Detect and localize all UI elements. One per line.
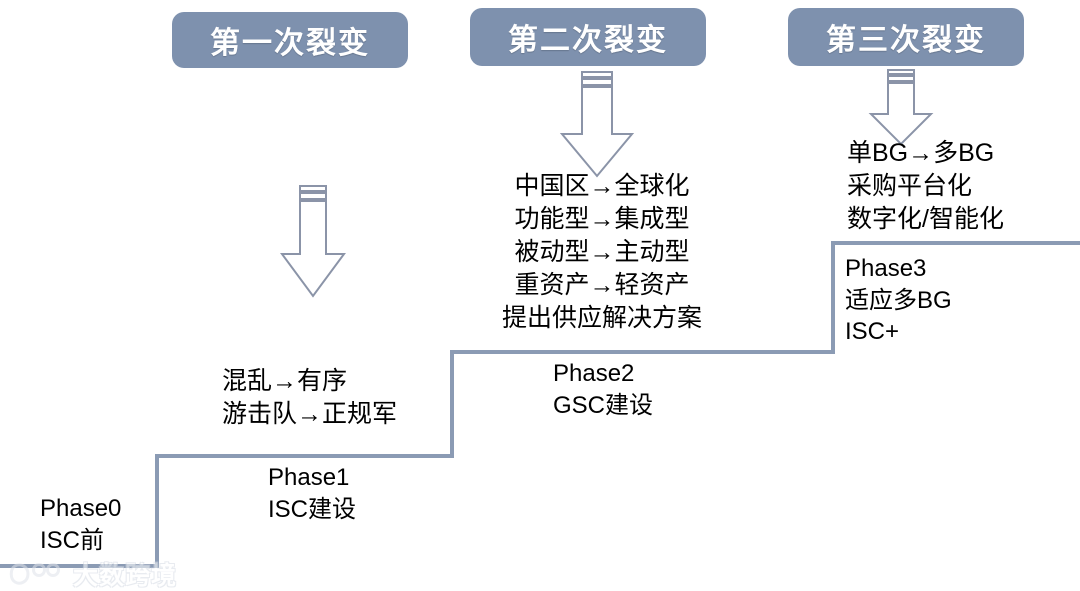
phase1-sublabel: ISC建设: [268, 495, 357, 523]
title-box-label: 第二次裂变: [508, 24, 668, 57]
phase3-label: Phase3: [845, 255, 927, 282]
phase2-label: Phase2: [553, 360, 635, 387]
title-box-label: 第一次裂变: [210, 27, 370, 60]
phase1-change-line: 混乱→有序: [222, 367, 348, 395]
watermark: 大数跨境: [8, 556, 177, 591]
phase2-changes-group: 中国区→全球化 功能型→集成型 被动型→主动型 重资产→轻资产 提出供应解决方案: [502, 170, 702, 335]
title-box-label: 第三次裂变: [826, 24, 986, 57]
phase3-sublabel-2: ISC+: [845, 318, 900, 346]
down-arrow-phase2-icon: [559, 71, 635, 178]
phase2-change-line: 功能型→集成型: [514, 205, 690, 233]
phase2-change-line: 被动型→主动型: [514, 238, 690, 266]
phase3-sublabel: 适应多BG: [845, 286, 952, 314]
phase1-text-group: Phase1 ISC建设: [268, 462, 356, 525]
phase3-changes-group: 单BG→多BG 采购平台化 数字化/智能化: [847, 137, 1004, 236]
title-box-third-fission[interactable]: 第三次裂变: [788, 8, 1024, 66]
phase1-label: Phase1: [268, 464, 350, 491]
phase3-text-group: Phase3 适应多BG ISC+: [845, 253, 952, 348]
phase3-change-line: 数字化/智能化: [847, 205, 1004, 233]
phase2-text-group: Phase2 GSC建设: [553, 358, 653, 421]
phase0-text-group: Phase0 ISC前: [40, 493, 121, 556]
phase2-change-line: 提出供应解决方案: [502, 304, 703, 332]
phase0-label: Phase0: [40, 495, 122, 522]
phase3-change-line: 单BG→多BG: [847, 139, 995, 167]
phase1-change-line: 游击队→正规军: [222, 400, 398, 428]
down-arrow-phase3-icon: [868, 69, 934, 146]
phase1-changes-group: 混乱→有序 游击队→正规军: [222, 365, 397, 431]
watermark-text: 大数跨境: [73, 562, 178, 590]
title-box-first-fission[interactable]: 第一次裂变: [172, 12, 408, 68]
phase2-change-line: 重资产→轻资产: [514, 271, 690, 299]
down-arrow-phase1-icon: [280, 185, 346, 298]
phase3-change-line: 采购平台化: [847, 172, 973, 200]
phase0-sublabel: ISC前: [40, 526, 105, 554]
title-box-second-fission[interactable]: 第二次裂变: [470, 8, 706, 66]
infinity-eyes-logo-icon: [9, 563, 60, 585]
phase2-sublabel: GSC建设: [553, 391, 654, 419]
phase2-change-line: 中国区→全球化: [514, 172, 690, 200]
